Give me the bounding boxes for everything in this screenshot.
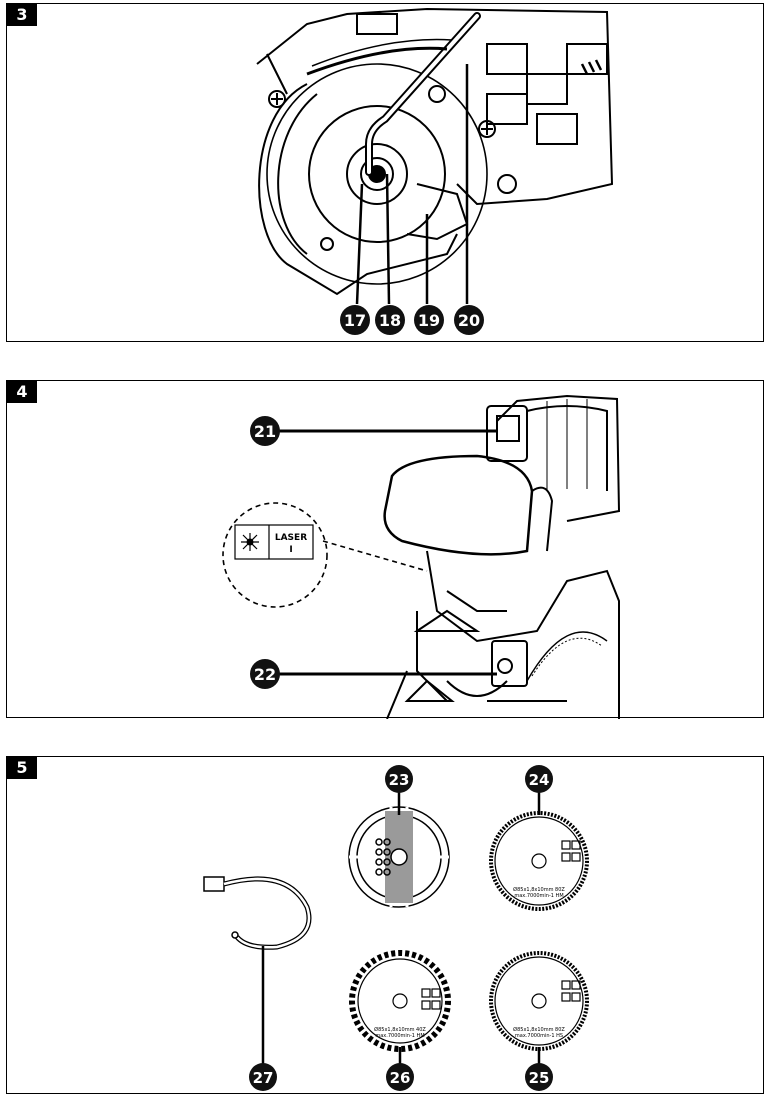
blade-24-speed: max.7000min-1 HM bbox=[514, 893, 563, 899]
callout-26-label: 26 bbox=[390, 1069, 411, 1087]
laser-label-text: LASER bbox=[275, 533, 307, 543]
figure-4-panel: 4 bbox=[6, 380, 764, 719]
callout-26 bbox=[386, 1063, 414, 1091]
figure-number-4: 4 bbox=[7, 381, 37, 403]
laser-class-text: I bbox=[289, 545, 292, 555]
callout-18-label: 18 bbox=[379, 311, 401, 330]
figure-number-5: 5 bbox=[7, 757, 37, 779]
callout-18 bbox=[375, 305, 405, 335]
blade-26 bbox=[349, 950, 451, 1069]
blade-24 bbox=[489, 791, 589, 911]
figure-5-panel: 5 23 Ø85x1,8x10mm 80Z max.7000min-1 H bbox=[6, 756, 764, 1094]
callout-27-label: 27 bbox=[253, 1069, 274, 1087]
blade-26-spec: Ø85x1,8x10mm 40Z bbox=[374, 1026, 426, 1033]
figure-3-panel: 3 bbox=[6, 3, 764, 342]
flexible-hose-27 bbox=[203, 876, 312, 1069]
callout-20 bbox=[454, 305, 484, 335]
blade-25-spec: Ø85x1,8x10mm 80Z bbox=[513, 1026, 565, 1033]
callouts-figure-3: 17 18 19 20 bbox=[340, 305, 484, 335]
figure-3-drawing: 17 18 19 20 bbox=[256, 7, 614, 335]
figure-5-drawing: 23 Ø85x1,8x10mm 80Z max.7000min-1 HM 24 … bbox=[203, 765, 589, 1091]
callout-19 bbox=[414, 305, 444, 335]
callout-24 bbox=[525, 765, 553, 793]
callout-17-label: 17 bbox=[344, 311, 366, 330]
callout-19-label: 19 bbox=[418, 311, 440, 330]
callout-22 bbox=[250, 659, 280, 689]
callout-27 bbox=[249, 1063, 277, 1091]
callout-21 bbox=[250, 416, 280, 446]
callout-23-label: 23 bbox=[389, 771, 410, 789]
callout-17 bbox=[340, 305, 370, 335]
blade-23 bbox=[348, 791, 450, 908]
blade-25-speed: max.7000min-1 HS bbox=[515, 1033, 563, 1039]
callout-20-label: 20 bbox=[458, 311, 480, 330]
figure-number-3: 3 bbox=[7, 4, 37, 26]
blade-24-spec: Ø85x1,8x10mm 80Z bbox=[513, 886, 565, 893]
callout-22-label: 22 bbox=[254, 665, 276, 684]
callout-24-label: 24 bbox=[529, 771, 550, 789]
callout-23 bbox=[385, 765, 413, 793]
blade-26-speed: max.7000min-1 HM bbox=[375, 1033, 424, 1039]
callout-25 bbox=[525, 1063, 553, 1091]
callout-25-label: 25 bbox=[529, 1069, 550, 1087]
figure-4-drawing: LASER I 21 22 bbox=[222, 394, 621, 719]
callout-21-label: 21 bbox=[254, 422, 276, 441]
blade-25 bbox=[489, 951, 589, 1069]
